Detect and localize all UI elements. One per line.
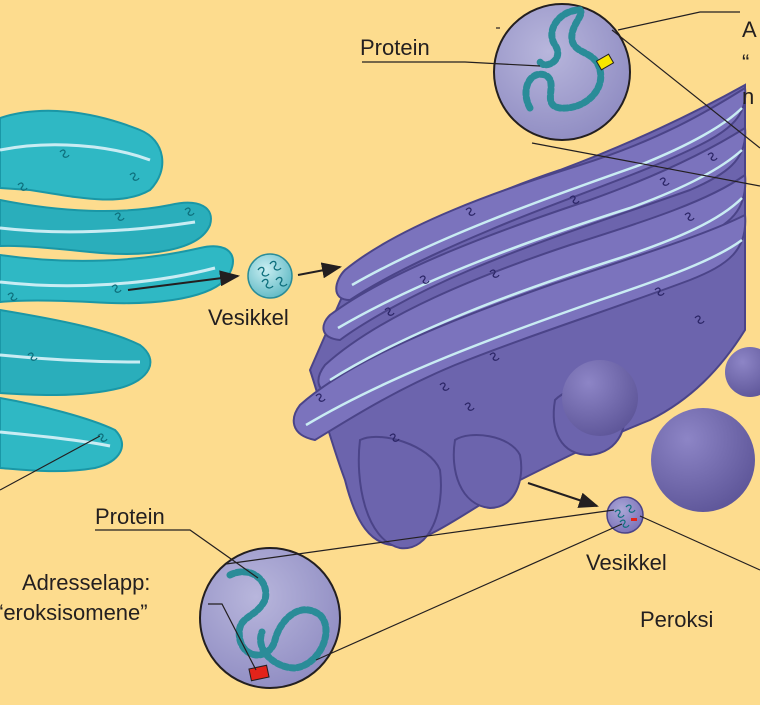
label-top-right-line2: “ — [742, 50, 749, 75]
golgi-cisterna-2 — [322, 126, 747, 342]
golgi-proteins — [315, 152, 718, 442]
vesicle-right — [606, 496, 644, 534]
er-sheet-3 — [0, 245, 234, 305]
arrow-er-to-vesicle — [127, 270, 240, 291]
er-lumen-lines — [0, 143, 216, 448]
er-proteins — [7, 149, 195, 442]
vesicle-left — [247, 253, 293, 299]
protein-chain-bottom — [226, 568, 330, 672]
address-tag-bottom — [248, 664, 270, 682]
large-sphere — [651, 408, 755, 512]
golgi-cisterna-1 — [335, 86, 747, 302]
leader-lines — [0, 11, 760, 671]
label-top-right-line3: n — [742, 84, 754, 109]
golgi-bulge-2 — [452, 434, 523, 510]
label-vesicle-left: Vesikkel — [208, 305, 289, 330]
labels: Protein Vesikkel Protein Adresselapp: “e… — [0, 17, 757, 632]
endoplasmic-reticulum — [0, 109, 234, 473]
protein-chain-top — [522, 6, 605, 112]
golgi-vesicle-spheres — [562, 347, 760, 512]
zoom-circle-bottom — [199, 547, 341, 689]
medium-sphere — [562, 360, 638, 436]
label-protein-top: Protein — [360, 35, 430, 60]
er-sheet-2 — [0, 198, 212, 255]
label-address-tag-line1: Adresselapp: — [22, 570, 150, 595]
label-vesicle-right: Vesikkel — [586, 550, 667, 575]
golgi-bulge-1 — [357, 435, 442, 550]
label-protein-bottom: Protein — [95, 504, 165, 529]
arrow-golgi-to-vesicle — [527, 482, 599, 508]
er-sheet-4 — [0, 308, 152, 397]
golgi-lumen-lines — [305, 107, 743, 427]
flow-arrows — [127, 262, 599, 508]
arrow-vesicle-to-golgi — [297, 262, 342, 279]
label-address-tag-line2: “eroksisomene” — [0, 600, 148, 625]
er-sheet-1 — [0, 109, 164, 201]
golgi-cisterna-4 — [292, 213, 747, 442]
zoom-circle-top — [493, 3, 631, 141]
small-sphere — [725, 347, 760, 397]
label-peroxisome-partial: Peroksi — [640, 607, 713, 632]
address-tag-top — [595, 53, 615, 71]
label-top-right-line1: A — [742, 17, 757, 42]
